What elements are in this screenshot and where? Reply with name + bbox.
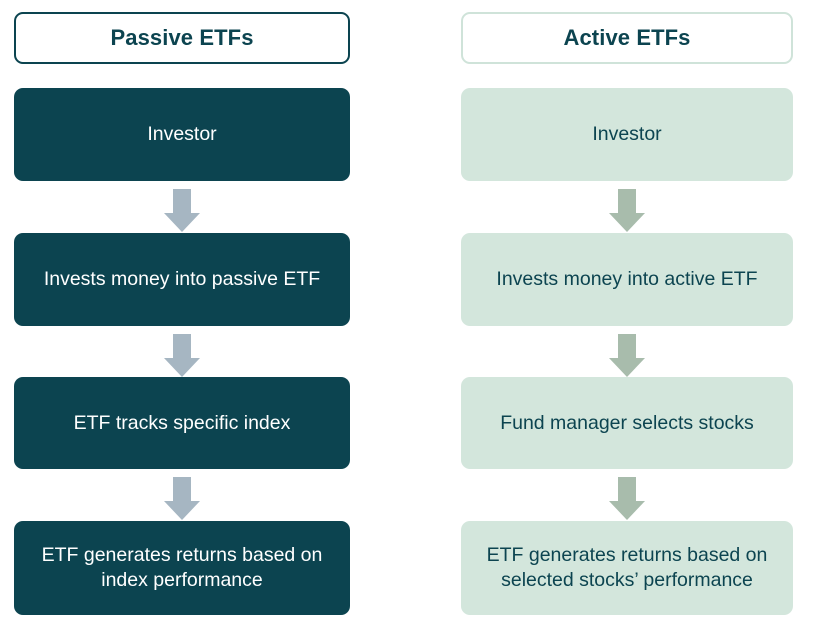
arrow-head (163, 501, 200, 520)
passive-step-1-label: Investor (147, 123, 217, 146)
arrow-head (608, 213, 645, 232)
passive-step-4-box: ETF generates returns based on index per… (14, 521, 350, 615)
passive-arrow-down-icon-3 (163, 477, 201, 520)
active-step-1-box: Investor (461, 88, 793, 181)
active-arrow-down-icon-2 (608, 334, 646, 377)
arrow-head (163, 358, 200, 377)
arrow-shaft (618, 189, 636, 214)
passive-step-3-box: ETF tracks specific index (14, 377, 350, 469)
active-step-3-box: Fund manager selects stocks (461, 377, 793, 469)
passive-arrow-down-icon-1 (163, 189, 201, 232)
active-step-1-label: Investor (592, 123, 662, 146)
passive-column-title: Passive ETFs (110, 25, 254, 50)
active-arrow-down-icon-1 (608, 189, 646, 232)
arrow-head (163, 213, 200, 232)
arrow-shaft (173, 334, 191, 359)
arrow-shaft (173, 477, 191, 502)
passive-step-3-label: ETF tracks specific index (73, 411, 291, 434)
arrow-head (608, 358, 645, 377)
active-etfs-column: Active ETFs Investor Invests money into … (461, 0, 793, 628)
arrow-shaft (618, 334, 636, 359)
active-step-2-box: Invests money into active ETF (461, 233, 793, 326)
active-step-4-box: ETF generates returns based on selected … (461, 521, 793, 615)
passive-etfs-column: Passive ETFs Investor Invests money into… (14, 0, 350, 628)
passive-column-header: Passive ETFs (14, 12, 350, 64)
active-step-3-label: Fund manager selects stocks (500, 411, 754, 434)
active-arrow-down-icon-3 (608, 477, 646, 520)
active-column-title: Active ETFs (563, 25, 691, 50)
passive-step-2-label: Invests money into passive ETF (43, 268, 321, 291)
passive-step-4-label: ETF generates returns based on index per… (41, 544, 323, 591)
arrow-shaft (173, 189, 191, 214)
arrow-shaft (618, 477, 636, 502)
passive-arrow-down-icon-2 (163, 334, 201, 377)
active-step-2-label: Invests money into active ETF (496, 268, 758, 291)
passive-step-2-box: Invests money into passive ETF (14, 233, 350, 326)
active-step-4-label: ETF generates returns based on selected … (486, 544, 768, 591)
arrow-head (608, 501, 645, 520)
active-column-header: Active ETFs (461, 12, 793, 64)
passive-step-1-box: Investor (14, 88, 350, 181)
